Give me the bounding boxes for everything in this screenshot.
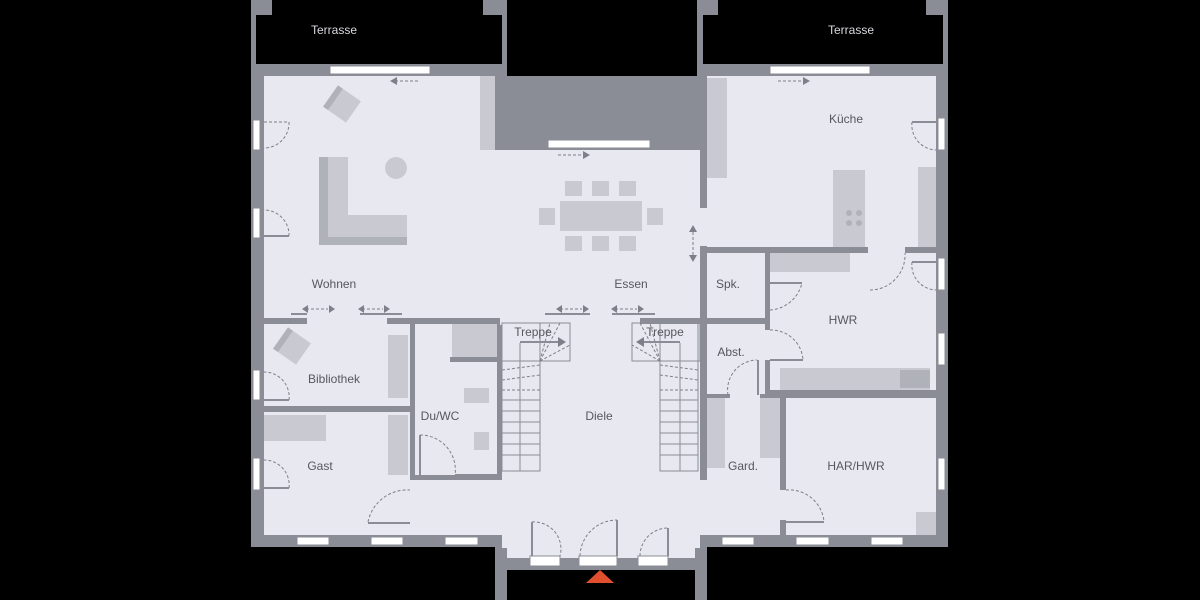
label-pantry: Spk.: [716, 277, 740, 291]
utility2-unit: [916, 512, 936, 535]
dining-table: [539, 181, 663, 251]
label-bathroom: Du/WC: [421, 409, 460, 423]
utility-units: [780, 368, 930, 390]
wardrobe-left: [707, 398, 725, 468]
room-floors: [264, 76, 936, 558]
furniture: [264, 78, 936, 535]
guest-wardrobe: [388, 415, 408, 475]
kitchen-units: [707, 78, 936, 272]
windows: [252, 65, 946, 567]
label-stairs-right: Treppe: [646, 325, 684, 339]
wardrobe-right: [760, 398, 780, 458]
sliding-door-arrows: [291, 77, 810, 315]
label-storage: Abst.: [717, 345, 744, 359]
label-terrace-right: Terrasse: [828, 23, 874, 37]
label-wardrobe: Gard.: [728, 459, 758, 473]
label-utility-2: HAR/HWR: [827, 459, 885, 473]
label-utility: HWR: [829, 313, 858, 327]
pantry-floor: [707, 253, 765, 318]
hall-floor: [502, 324, 700, 535]
sofa: [319, 157, 407, 245]
guest-bed: [264, 415, 326, 441]
staircase-left: [501, 322, 571, 472]
doors: [263, 121, 937, 557]
utility-floor: [770, 253, 936, 390]
label-stairs-left: Treppe: [514, 325, 552, 339]
bathroom-fixtures: [450, 324, 500, 479]
utility2-floor: [786, 398, 936, 535]
staircase-right: [631, 322, 701, 472]
label-living: Wohnen: [312, 277, 356, 291]
terrace-left: [251, 0, 507, 64]
bookshelf: [388, 335, 408, 398]
armchair-living: [323, 85, 361, 123]
label-library: Bibliothek: [308, 372, 361, 386]
side-table: [385, 157, 407, 179]
label-dining: Essen: [614, 277, 647, 291]
kitchen-floor: [707, 76, 936, 247]
library-furniture: [273, 327, 311, 365]
entrance-arrow-icon: [586, 570, 614, 583]
storage-floor: [707, 324, 765, 394]
label-hall: Diele: [585, 409, 613, 423]
label-guest: Gast: [307, 459, 333, 473]
label-kitchen: Küche: [829, 112, 863, 126]
terrace-right: [697, 0, 948, 64]
porch-floor: [507, 547, 695, 558]
label-terrace-left: Terrasse: [311, 23, 357, 37]
